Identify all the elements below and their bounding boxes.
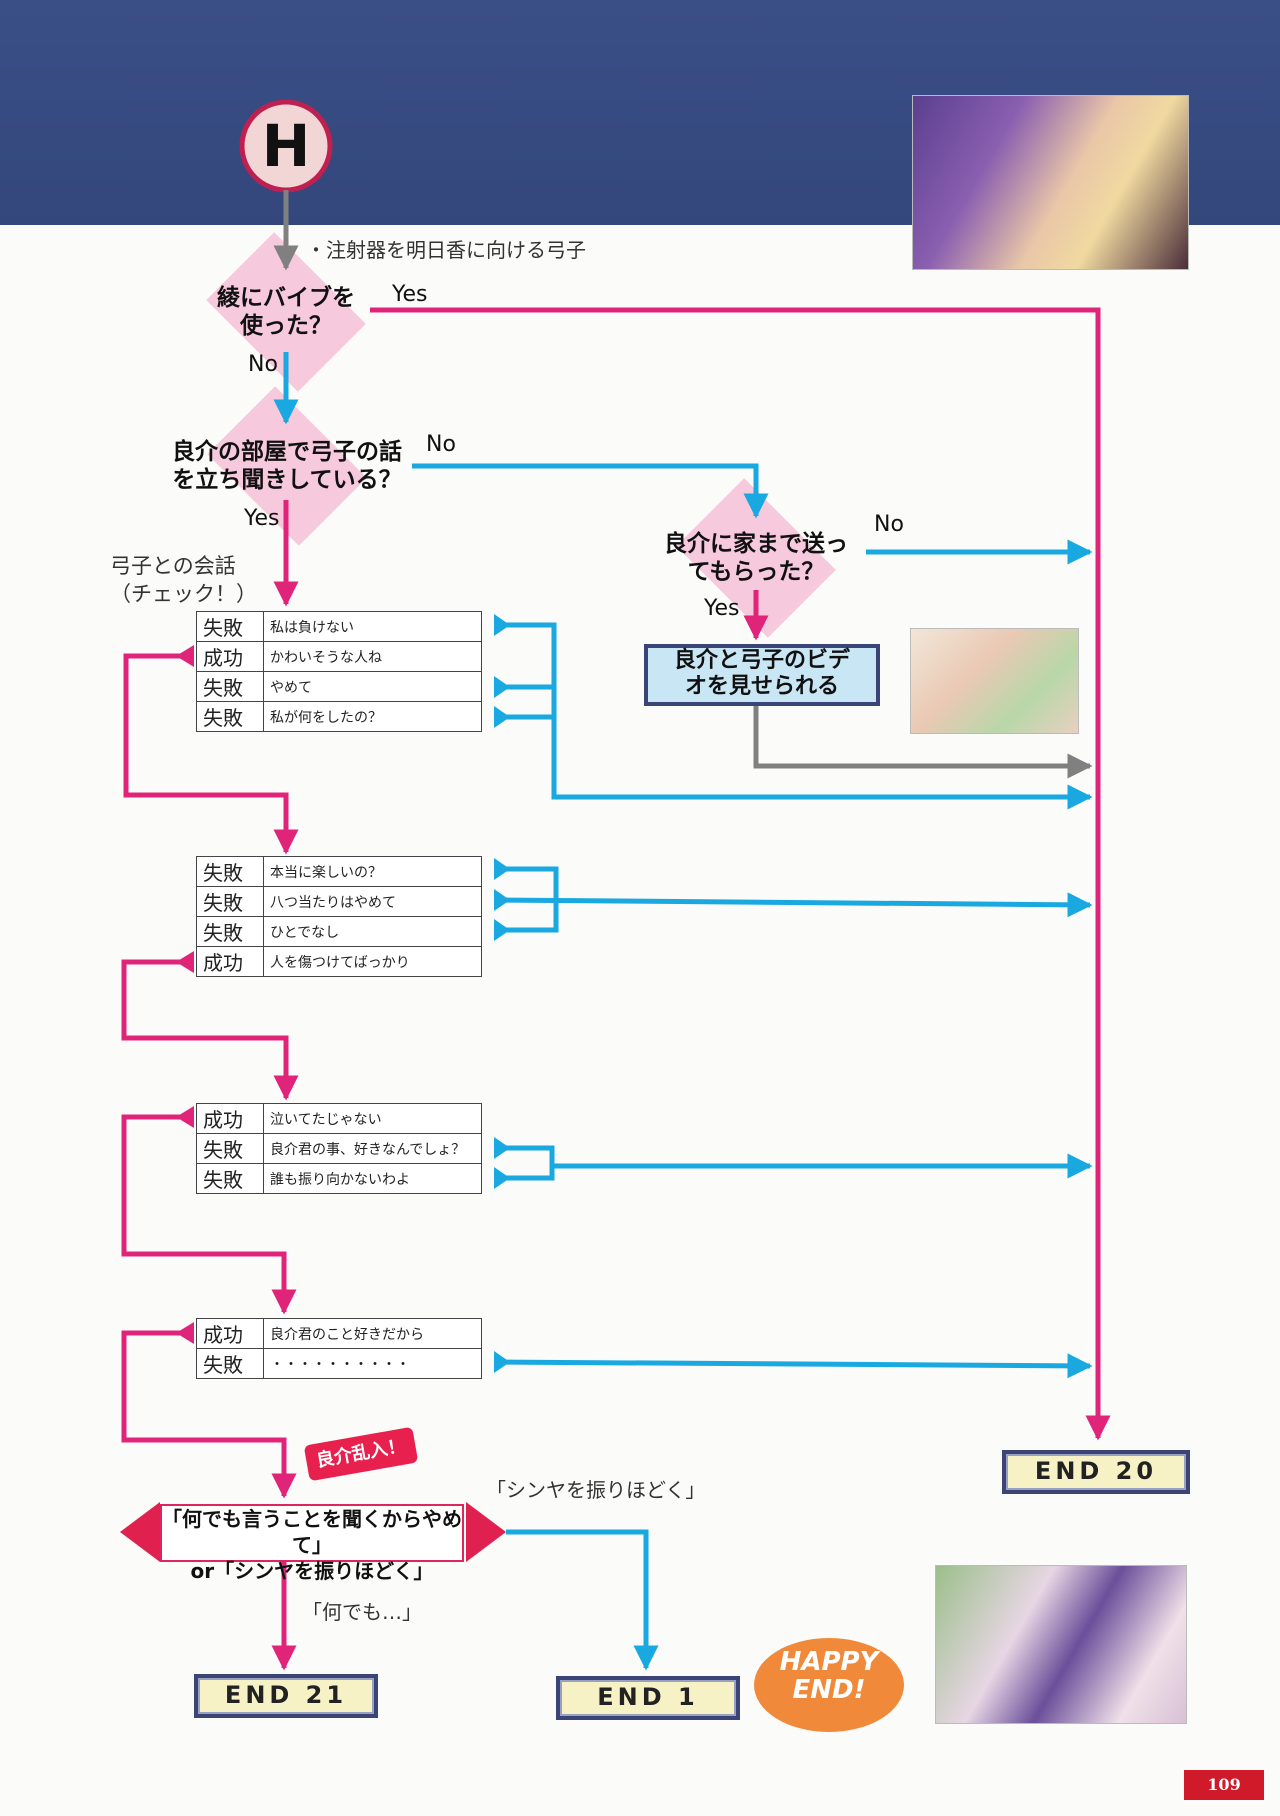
route-badge-letter: H xyxy=(262,112,311,180)
connector-check3-fail xyxy=(494,1137,1093,1189)
table-row: 成功人を傷つけてばっかり xyxy=(196,946,482,977)
table-row: 失敗誰も振り向かないわよ xyxy=(196,1163,482,1194)
intro-note: ・注射器を明日香に向ける弓子 xyxy=(306,238,586,262)
question-1: 綾にバイブを 使った？ xyxy=(196,232,376,392)
illustration-video xyxy=(910,628,1079,734)
question-2-line2: を立ち聞きしている？ xyxy=(172,467,402,493)
choice-cell: 誰も振り向かないわよ xyxy=(263,1163,482,1194)
connector-check1-success xyxy=(123,645,299,855)
conversation-label-line2: （チェック！） xyxy=(110,582,257,606)
choice-cell: 泣いてたじゃない xyxy=(263,1103,482,1134)
happy-end-badge: HAPPY END! xyxy=(754,1638,904,1732)
result-cell: 成功 xyxy=(196,946,264,977)
choice-cell: 良介君のこと好きだから xyxy=(263,1318,482,1349)
table-row: 失敗私は負けない xyxy=(196,611,482,642)
result-cell: 失敗 xyxy=(196,916,264,947)
result-cell: 成功 xyxy=(196,1103,264,1134)
connector-check4-success xyxy=(121,1322,297,1499)
connector-check2-fail xyxy=(494,858,1093,941)
check-table-3: 成功泣いてたじゃない 失敗良介君の事、好きなんでしょ？ 失敗誰も振り向かないわよ xyxy=(196,1103,482,1194)
question-3-no: No xyxy=(874,512,904,537)
question-1-no: No xyxy=(248,352,278,377)
table-row: 失敗私が何をしたの？ xyxy=(196,701,482,732)
question-3-line1: 良介に家まで送っ xyxy=(664,531,848,557)
choice-cell: 本当に楽しいの？ xyxy=(263,856,482,887)
check-table-4: 成功良介君のこと好きだから 失敗・・・・・・・・・・ xyxy=(196,1318,482,1379)
end-20-box: END 20 xyxy=(1002,1450,1190,1494)
result-cell: 失敗 xyxy=(196,671,264,702)
result-cell: 失敗 xyxy=(196,701,264,732)
choice-cell: 良介君の事、好きなんでしょ？ xyxy=(263,1133,482,1164)
table-row: 失敗やめて xyxy=(196,671,482,702)
table-row: 失敗・・・・・・・・・・ xyxy=(196,1348,482,1379)
result-cell: 失敗 xyxy=(196,1163,264,1194)
result-cell: 失敗 xyxy=(196,1133,264,1164)
final-choice-line2: or「シンヤを振りほどく」 xyxy=(190,1559,434,1583)
end-21-box: END 21 xyxy=(194,1674,378,1718)
branch-down-label: 「何でも…」 xyxy=(302,1600,422,1624)
question-3: 良介に家まで送っ てもらった？ xyxy=(650,478,862,638)
route-badge: H xyxy=(239,99,333,193)
table-row: 成功かわいそうな人ね xyxy=(196,641,482,672)
video-event: 良介と弓子のビデ オを見せられる xyxy=(644,644,880,706)
question-3-yes: Yes xyxy=(704,596,740,621)
branch-right-label: 「シンヤを振りほどく」 xyxy=(486,1478,706,1502)
end-1-box: END 1 xyxy=(556,1676,740,1720)
video-event-line2: オを見せられる xyxy=(684,674,839,699)
page-number: 109 xyxy=(1184,1770,1264,1800)
connector-check2-success xyxy=(121,951,299,1101)
connector-q1-yes xyxy=(370,307,1111,1441)
final-choice: 「何でも言うことを聞くからやめて」 or「シンヤを振りほどく」 xyxy=(160,1504,464,1583)
question-1-line2: 使った？ xyxy=(240,313,332,339)
question-2-yes: Yes xyxy=(244,506,280,531)
result-cell: 失敗 xyxy=(196,856,264,887)
result-cell: 失敗 xyxy=(196,886,264,917)
result-cell: 成功 xyxy=(196,641,264,672)
final-choice-line1: 「何でも言うことを聞くからやめて」 xyxy=(162,1507,462,1557)
choice-cell: かわいそうな人ね xyxy=(263,641,482,672)
connector-check3-success xyxy=(121,1106,297,1315)
choice-cell: 私が何をしたの？ xyxy=(263,701,482,732)
table-row: 失敗八つ当たりはやめて xyxy=(196,886,482,917)
question-2-line1: 良介の部屋で弓子の話 xyxy=(172,439,402,465)
question-2-no: No xyxy=(426,432,456,457)
choice-cell: 八つ当たりはやめて xyxy=(263,886,482,917)
question-1-line1: 綾にバイブを xyxy=(217,285,355,311)
connector-q2-no xyxy=(412,463,769,519)
table-row: 失敗本当に楽しいの？ xyxy=(196,856,482,887)
question-2: 良介の部屋で弓子の話 を立ち聞きしている？ xyxy=(156,386,418,546)
connector-video-out xyxy=(753,705,1093,779)
choice-cell: やめて xyxy=(263,671,482,702)
table-row: 失敗良介君の事、好きなんでしょ？ xyxy=(196,1133,482,1164)
check-table-1: 失敗私は負けない 成功かわいそうな人ね 失敗やめて 失敗私が何をしたの？ xyxy=(196,611,482,732)
result-cell: 失敗 xyxy=(196,1348,264,1379)
choice-cell: ひとでなし xyxy=(263,916,482,947)
table-row: 成功良介君のこと好きだから xyxy=(196,1318,482,1349)
choice-cell: 人を傷つけてばっかり xyxy=(263,946,482,977)
table-row: 失敗ひとでなし xyxy=(196,916,482,947)
video-event-line1: 良介と弓子のビデ xyxy=(673,648,850,673)
connector-final-right xyxy=(506,1529,659,1671)
illustration-happy-end xyxy=(935,1565,1187,1724)
illustration-top xyxy=(912,95,1189,270)
result-cell: 失敗 xyxy=(196,611,264,642)
choice-cell: 私は負けない xyxy=(263,611,482,642)
connector-check4-fail xyxy=(494,1351,1093,1379)
final-choice-arrowheads xyxy=(120,1502,506,1562)
conversation-label-line1: 弓子との会話 xyxy=(110,554,236,578)
check-table-2: 失敗本当に楽しいの？ 失敗八つ当たりはやめて 失敗ひとでなし 成功人を傷つけてば… xyxy=(196,856,482,977)
happy-end-line1: HAPPY xyxy=(779,1647,879,1677)
connector-check1-fail xyxy=(494,614,1093,810)
question-1-yes: Yes xyxy=(392,282,428,307)
question-3-line2: てもらった？ xyxy=(687,559,825,585)
conversation-label: 弓子との会話 （チェック！） xyxy=(110,552,257,608)
choice-cell: ・・・・・・・・・・ xyxy=(263,1348,482,1379)
happy-end-line2: END! xyxy=(792,1675,866,1705)
table-row: 成功泣いてたじゃない xyxy=(196,1103,482,1134)
result-cell: 成功 xyxy=(196,1318,264,1349)
